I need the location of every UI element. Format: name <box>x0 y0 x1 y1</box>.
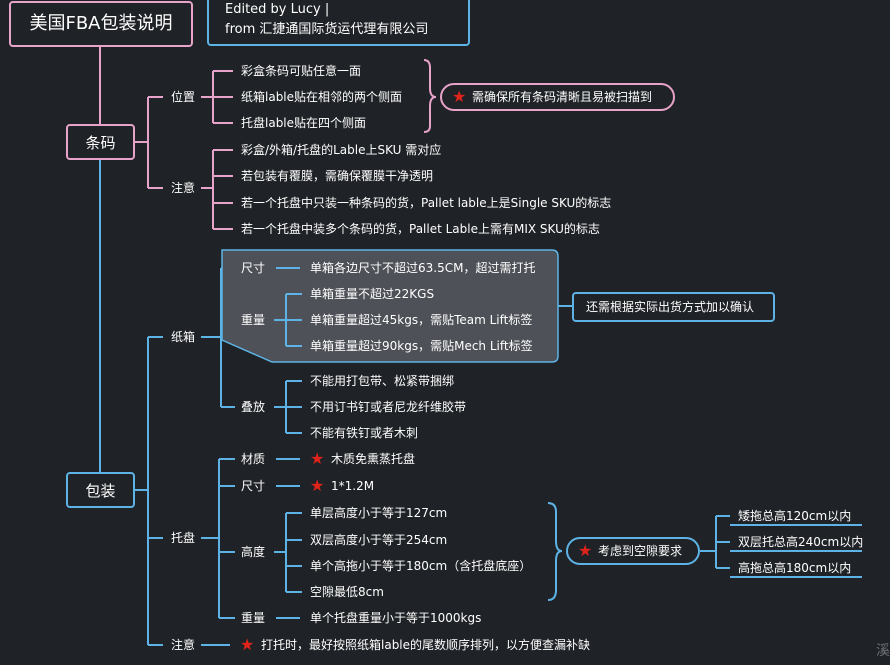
carton-callout: 还需根据实际出货方式加以确认 <box>572 292 775 322</box>
pallet-weight-text: 单个托盘重量小于等于1000kgs <box>310 611 482 625</box>
carton-weight-item: 单箱重量超过90kgs，需贴Mech Lift标签 <box>310 339 533 353</box>
carton-stack-label: 叠放 <box>241 400 266 414</box>
packing-label: 包装 <box>85 482 116 500</box>
pallet-height-result: 矮拖总高120cm以内 <box>738 509 852 523</box>
star-icon: ★ <box>578 541 593 560</box>
carton-stack-item: 不用订书钉或者尼龙纤维胶带 <box>310 400 467 414</box>
title: 美国FBA包装说明 <box>29 13 173 34</box>
pallet-material-label: 材质 <box>241 452 266 466</box>
carton-stack-item: 不能用打包带、松紧带捆绑 <box>310 374 455 388</box>
carton-size-label: 尺寸 <box>241 261 266 275</box>
pallet-size-text: 1*1.2M <box>331 479 375 493</box>
carton-label: 纸箱 <box>171 330 196 344</box>
pallet-height-item: 单个高拖小于等于180cm（含托盘底座） <box>310 559 532 573</box>
pallet-label: 托盘 <box>171 531 196 545</box>
pallet-height-item: 单层高度小于等于127cm <box>310 506 448 520</box>
pallet-material-text: 木质免熏蒸托盘 <box>331 452 416 466</box>
watermark: 溪 <box>876 643 890 659</box>
barcode-node: 条码 <box>66 124 135 160</box>
credit-line1: Edited by Lucy | <box>225 2 330 17</box>
pallet-height-label: 高度 <box>241 545 266 559</box>
packing-node: 包装 <box>66 472 135 508</box>
carton-weight-item: 单箱重量超过45kgs，需贴Team Lift标签 <box>310 313 533 327</box>
star-icon: ★ <box>452 87 467 106</box>
pallet-weight-label: 重量 <box>241 611 266 625</box>
star-icon: ★ <box>310 476 325 495</box>
star-icon: ★ <box>310 449 325 468</box>
barcode-note-text: 需确保所有条码清晰且易被扫描到 <box>472 90 653 104</box>
barcode-notice-item: 彩盒/外箱/托盘的Lable上SKU 需对应 <box>241 143 442 157</box>
credit-line2: from 汇捷通国际货运代理有限公司 <box>225 22 429 37</box>
barcode-position-label: 位置 <box>171 90 196 104</box>
barcode-note: ★ 需确保所有条码清晰且易被扫描到 <box>440 83 675 111</box>
packing-notice-label: 注意 <box>171 638 196 652</box>
barcode-notice-item: 若包装有覆膜，需确保覆膜干净透明 <box>241 169 434 183</box>
carton-callout-text: 还需根据实际出货方式加以确认 <box>586 300 755 314</box>
carton-stack-item: 不能有铁钉或者木刺 <box>310 426 419 440</box>
carton-weight-label: 重量 <box>241 313 266 327</box>
packing-notice-text: 打托时，最好按照纸箱lable的尾数顺序排列，以方便查漏补缺 <box>261 638 591 652</box>
carton-size-text: 单箱各边尺寸不超过63.5CM，超过需打托 <box>310 261 536 275</box>
pallet-height-note: ★ 考虑到空隙要求 <box>566 537 700 565</box>
star-icon: ★ <box>240 635 255 654</box>
pallet-height-item: 空隙最低8cm <box>310 585 384 599</box>
barcode-position-item: 托盘lable贴在四个侧面 <box>241 116 367 130</box>
credit-box: Edited by Lucy | from 汇捷通国际货运代理有限公司 <box>207 0 470 46</box>
pallet-size-label: 尺寸 <box>241 479 266 493</box>
pallet-height-note-text: 考虑到空隙要求 <box>598 544 683 558</box>
pallet-height-result: 高拖总高180cm以内 <box>738 561 852 575</box>
barcode-position-item: 彩盒条码可贴任意一面 <box>241 64 362 78</box>
carton-weight-item: 单箱重量不超过22KGS <box>310 287 435 301</box>
barcode-label: 条码 <box>85 134 116 152</box>
barcode-position-item: 纸箱lable贴在相邻的两个侧面 <box>241 90 403 104</box>
pallet-height-item: 双层高度小于等于254cm <box>310 533 448 547</box>
title-box: 美国FBA包装说明 <box>9 1 193 47</box>
barcode-notice-label: 注意 <box>171 181 196 195</box>
barcode-notice-item: 若一个托盘中装多个条码的货，Pallet Lable上需有MIX SKU的标志 <box>241 222 600 236</box>
pallet-height-result: 双层托总高240cm以内 <box>738 535 864 549</box>
barcode-notice-item: 若一个托盘中只装一种条码的货，Pallet lable上是Single SKU的… <box>241 196 612 210</box>
